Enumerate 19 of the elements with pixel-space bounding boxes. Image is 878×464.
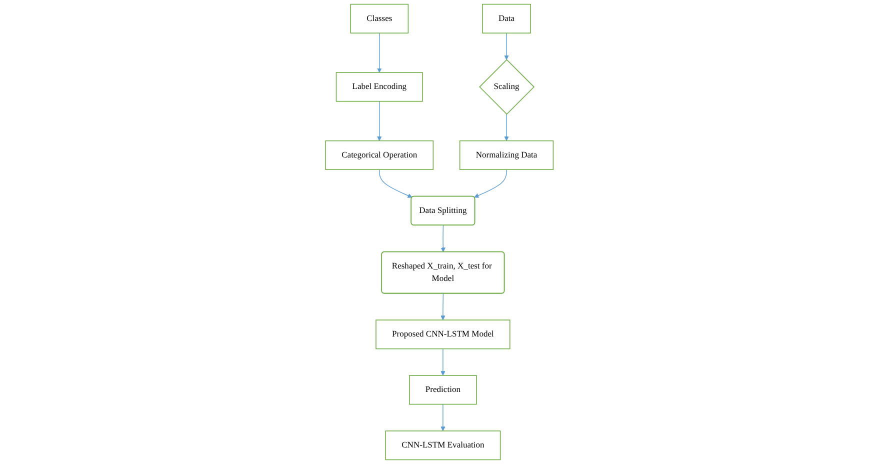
arrow <box>440 404 445 432</box>
arrow <box>378 169 412 198</box>
node-box: Normalizing Data <box>459 140 554 170</box>
node-diamond: Scaling <box>478 59 534 115</box>
arrow <box>474 169 506 198</box>
node-box: Classes <box>350 4 408 34</box>
node-box: Label Encoding <box>335 72 422 102</box>
arrow <box>376 32 382 73</box>
arrow <box>376 100 382 142</box>
node-box: Prediction <box>408 375 476 405</box>
arrow <box>504 32 508 60</box>
arrow <box>440 224 446 252</box>
arrow <box>504 114 508 142</box>
node-box: Data <box>482 4 531 34</box>
node-box: CNN-LSTM Evaluation <box>384 430 500 460</box>
arrow <box>440 348 445 376</box>
arrow <box>440 293 445 320</box>
node-box: Categorical Operation <box>324 140 434 170</box>
node-box: Proposed CNN-LSTM Model <box>375 320 510 350</box>
